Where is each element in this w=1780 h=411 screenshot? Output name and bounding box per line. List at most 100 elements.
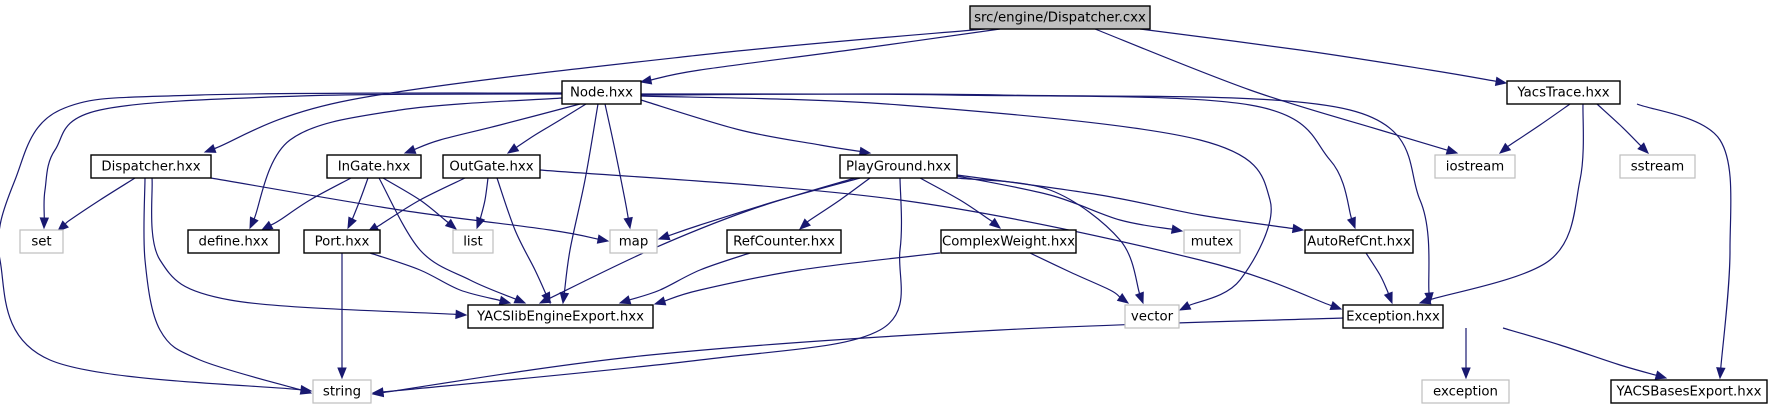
edge-dispatcher-cxx-to-iostream [1094,28,1459,155]
node-dispatcher-hxx[interactable]: Dispatcher.hxx [90,154,212,179]
edge-complexweight-hxx-to-vector [1029,252,1130,304]
edge-line [539,169,1332,307]
arrowhead-icon [1170,224,1184,234]
node-label: map [619,235,649,250]
node-label: Port.hxx [315,235,370,250]
node-box[interactable] [1304,229,1414,254]
edge-exception-hxx-to-exception [1461,327,1471,380]
node-box[interactable] [1506,80,1621,105]
edge-dispatcher-cxx-to-yacstrace-hxx [1139,28,1508,86]
edge-playground-hxx-to-autorefcnt-hxx [956,174,1305,234]
node-yacsbasesexport-hxx[interactable]: YACSBasesExport.hxx [1610,379,1768,404]
node-dispatcher-cxx[interactable]: src/engine/Dispatcher.cxx [969,5,1151,30]
node-box[interactable] [326,154,422,179]
edge-playground-hxx-to-complexweight-hxx [919,177,1002,229]
node-set: set [19,229,64,254]
arrowhead-icon [798,218,811,230]
edge-line [64,177,136,225]
edge-node-hxx-to-map [604,103,633,230]
edge-ingate-hxx-to-define-hxx [260,177,352,231]
node-box [609,229,658,254]
edge-node-hxx-to-yacslibengineexport-hxx [559,103,599,305]
node-box [1421,379,1510,404]
node-label: Dispatcher.hxx [101,160,200,175]
edge-complexweight-hxx-to-yacslibengineexport-hxx [653,252,941,306]
node-box[interactable] [187,229,280,254]
node-vector: vector [1124,304,1180,329]
edge-line [1429,103,1584,301]
node-box[interactable] [1610,379,1768,404]
arrowhead-icon [657,231,671,241]
arrowhead-icon [559,292,570,305]
node-label: vector [1131,310,1174,325]
node-label: sstream [1631,160,1685,175]
node-box[interactable] [90,154,212,179]
node-playground-hxx[interactable]: PlayGround.hxx [839,154,958,179]
node-box[interactable] [303,229,381,254]
edge-line [640,99,861,153]
arrowhead-icon [1637,142,1649,154]
node-box[interactable] [1342,304,1444,329]
arrowhead-icon [858,146,872,157]
node-box[interactable] [442,154,541,179]
node-exception-hxx[interactable]: Exception.hxx [1342,304,1444,329]
arrowhead-icon [57,220,69,232]
edge-node-hxx-to-set [39,93,563,230]
edge-line [143,177,302,391]
edge-line [270,177,352,226]
edge-line [1506,103,1571,148]
edge-line [210,177,599,240]
edge-line [640,93,1430,294]
arrowhead-icon [1134,291,1144,305]
node-label: Exception.hxx [1346,310,1440,325]
arrowhead-icon [249,216,259,230]
node-node-hxx[interactable]: Node.hxx [561,80,642,105]
edge-port-hxx-to-string [337,252,347,380]
node-box[interactable] [969,5,1151,30]
node-refcounter-hxx[interactable]: RefCounter.hxx [726,229,842,254]
edge-refcounter-hxx-to-yacslibengineexport-hxx [618,252,751,305]
node-port-hxx[interactable]: Port.hxx [303,229,381,254]
arrowhead-icon [506,143,520,154]
edge-line [1365,252,1389,294]
arrowhead-icon [988,217,1002,229]
node-box [312,379,372,404]
edge-playground-hxx-to-yacslibengineexport-hxx [538,177,856,304]
node-box[interactable] [839,154,958,179]
node-label: RefCounter.hxx [733,235,835,250]
node-box [19,229,64,254]
node-box [1124,304,1180,329]
edge-line [806,177,871,223]
edge-dispatcher-hxx-to-yacslibengineexport-hxx [151,177,468,320]
arrowhead-icon [337,367,347,380]
node-box[interactable] [561,80,642,105]
node-box [1434,154,1516,179]
edge-line [1094,28,1448,151]
node-outgate-hxx[interactable]: OutGate.hxx [442,154,541,179]
node-box[interactable] [726,229,842,254]
node-box [452,229,494,254]
edge-line [1029,252,1121,298]
node-box[interactable] [467,304,654,329]
edge-line [1502,327,1657,376]
node-yacstrace-hxx[interactable]: YacsTrace.hxx [1506,80,1621,105]
node-complexweight-hxx[interactable]: ComplexWeight.hxx [940,229,1077,254]
node-ingate-hxx[interactable]: InGate.hxx [326,154,422,179]
node-define-hxx[interactable]: define.hxx [187,229,280,254]
arrowhead-icon [1445,145,1459,155]
node-label: list [463,235,483,250]
edge-node-hxx-to-outgate-hxx [506,103,587,154]
node-box[interactable] [940,229,1077,254]
arrowhead-icon [39,217,50,230]
edge-yacstrace-hxx-to-exception-hxx [1418,103,1584,305]
edge-playground-hxx-to-mutex [956,175,1184,234]
arrowhead-icon [403,144,417,154]
node-iostream: iostream [1434,154,1516,179]
node-label: YACSBasesExport.hxx [1616,385,1762,400]
node-mutex: mutex [1183,229,1241,254]
edge-port-hxx-to-yacslibengineexport-hxx [369,252,512,305]
node-autorefcnt-hxx[interactable]: AutoRefCnt.hxx [1304,229,1414,254]
edge-yacstrace-hxx-to-sstream [1596,103,1649,154]
edge-line [382,317,1344,394]
node-yacslibengineexport-hxx[interactable]: YACSlibEngineExport.hxx [467,304,654,329]
